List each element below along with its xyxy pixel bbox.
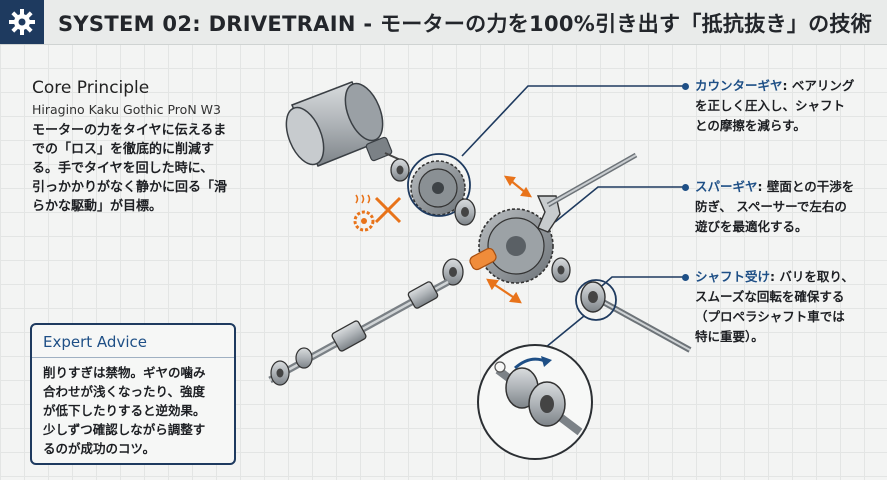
bearing xyxy=(295,347,313,369)
motor xyxy=(285,81,406,167)
leader-spur-gear xyxy=(554,186,685,223)
spur-gear xyxy=(478,208,554,284)
callout-dot xyxy=(682,184,689,191)
bearing-bore xyxy=(557,265,565,275)
page-title: SYSTEM 02: DRIVETRAIN - モーターの力を100%引き出す「… xyxy=(58,12,873,36)
shaft-bearing-highlight xyxy=(575,279,617,321)
callout-dot xyxy=(682,274,689,281)
expert-advice-divider xyxy=(32,357,234,358)
expert-advice-box: Expert Advice 削りすぎは禁物。ギヤの噛み 合わせが浅くなったり、強… xyxy=(30,323,236,465)
core-principle-body: モーターの力をタイヤに伝えるま での「ロス」を徹底的に削減す る。手でタイヤを回… xyxy=(32,121,252,216)
callout-line: との摩擦を減らす。 xyxy=(695,118,806,133)
bearing-bore xyxy=(461,207,469,217)
advice-line: 少しずつ確認しながら調整す xyxy=(43,422,206,437)
bearing-bore xyxy=(449,267,457,277)
advice-line: るのが成功のコツ。 xyxy=(43,441,156,456)
callout-term: シャフト受け xyxy=(695,269,771,284)
advice-line: が低下したりすると逆効果。 xyxy=(43,403,206,418)
core-line: モーターの力をタイヤに伝えるま xyxy=(32,123,227,138)
callout-counter-gear: カウンターギヤ: ベアリング を正しく圧入し、シャフト との摩擦を減らす。 xyxy=(695,76,854,136)
universal-joint xyxy=(331,281,439,352)
header-bar: SYSTEM 02: DRIVETRAIN - モーターの力を100%引き出す「… xyxy=(0,0,887,45)
callout-line: スムーズな回転を確保する xyxy=(695,289,845,304)
callout-line: 防ぎ、 スペーサーで左右の xyxy=(695,199,847,214)
callout-text: : 壁面との干渉を xyxy=(757,179,855,194)
callout-line: シャフト受け: バリを取り、 xyxy=(695,267,854,287)
core-line: 引っかかりがなく静かに回る「滑 xyxy=(32,180,228,195)
core-line: での「ロス」を徹底的に削減す xyxy=(32,142,215,157)
callout-dot xyxy=(682,83,689,90)
expert-advice-title: Expert Advice xyxy=(43,333,147,351)
rotation-arrow-icon xyxy=(514,356,552,370)
gear-icon xyxy=(9,9,35,35)
advice-line: 削りすぎは禁物。ギヤの噛み xyxy=(43,365,206,380)
gear-bracket xyxy=(536,195,561,233)
callout-line: スパーギヤ: 壁面との干渉を xyxy=(695,177,854,197)
play-arrows xyxy=(486,175,533,304)
leader-counter-gear xyxy=(461,85,685,157)
callout-text: : バリを取り、 xyxy=(770,269,854,284)
callout-line: （プロペラシャフト車では xyxy=(695,309,845,324)
spacer xyxy=(469,247,497,271)
core-principle-panel: Core Principle Hiragino Kaku Gothic ProN… xyxy=(32,78,252,216)
core-line: らかな駆動」が目標。 xyxy=(32,199,163,214)
callout-text: : ベアリング xyxy=(782,78,855,93)
core-line: る。手でタイヤを回した時に、 xyxy=(32,161,214,176)
callout-line: カウンターギヤ: ベアリング xyxy=(695,76,854,96)
callout-shaft-bearing: シャフト受け: バリを取り、 スムーズな回転を確保する （プロペラシャフト車では… xyxy=(695,267,854,347)
callout-term: スパーギヤ xyxy=(695,179,758,194)
expert-advice-body: 削りすぎは禁物。ギヤの噛み 合わせが浅くなったり、強度 が低下したりすると逆効果… xyxy=(43,363,227,458)
callout-line: 遊びを最適化する。 xyxy=(695,219,808,234)
core-principle-font-note: Hiragino Kaku Gothic ProN W3 xyxy=(32,102,221,117)
core-principle-heading: Core Principle xyxy=(32,78,150,98)
callout-term: カウンターギヤ xyxy=(695,78,783,93)
bearing-bore xyxy=(276,368,284,378)
shaft-bearing-bore xyxy=(588,291,598,303)
friction-cross-icon xyxy=(353,194,402,232)
advice-line: 合わせが浅くなったり、強度 xyxy=(43,384,206,399)
counter-gear xyxy=(410,160,466,216)
counter-gear-highlight xyxy=(407,153,471,217)
callout-spur-gear: スパーギヤ: 壁面との干渉を 防ぎ、 スペーサーで左右の 遊びを最適化する。 xyxy=(695,177,854,237)
callout-line: 特に重要）。 xyxy=(695,329,764,344)
upper-shaft-highlight xyxy=(547,154,637,206)
bearing-bore xyxy=(396,165,404,175)
header-icon-box xyxy=(0,0,44,44)
detail-view xyxy=(477,344,593,460)
callout-line: を正しく圧入し、シャフト xyxy=(695,98,846,113)
